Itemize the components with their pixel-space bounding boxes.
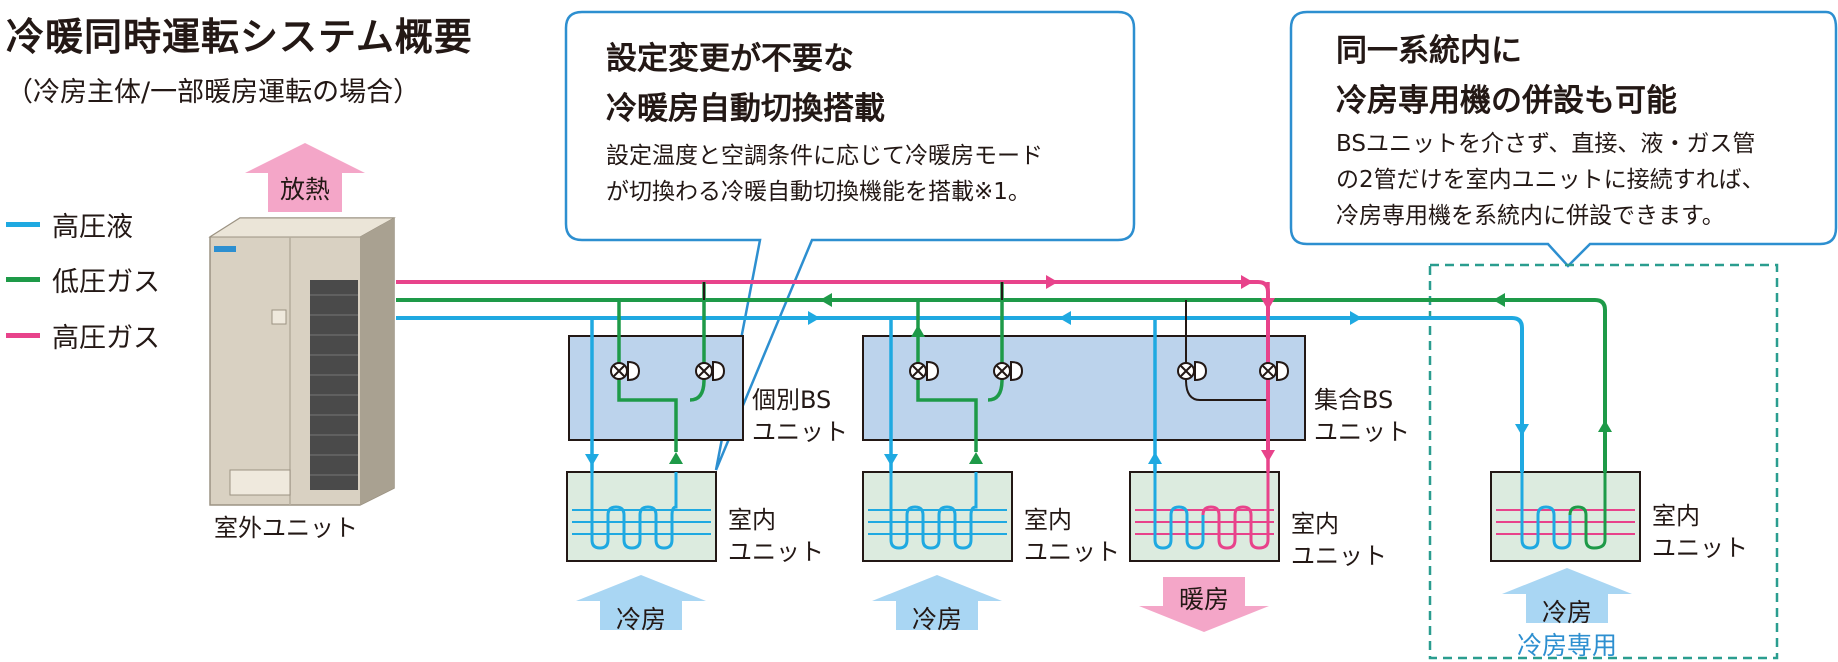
callout-right-shape [1289,10,1838,268]
callout-right-body-2: の2管だけを室内ユニットに接続すれば、 [1336,167,1765,193]
group-bs-label: 集合BS ユニット [1314,384,1410,448]
coil-3 [1135,472,1274,550]
indoor-label-line: ユニット [1291,542,1387,570]
legend-item-low-pressure-gas: 低圧ガス [6,262,160,298]
page-subtitle: （冷房主体/一部暖房運転の場合） [6,77,421,108]
indoor-label-line: ユニット [728,538,824,566]
individual-bs-label: 個別BS ユニット [752,384,848,448]
callout-left-heading-1: 設定変更が不要な [606,41,854,77]
indoor-unit-label-1: 室内 ユニット [728,504,824,568]
callout-right-heading-1: 同一系統内に [1336,33,1522,69]
cool-arrow-2 [872,575,1002,630]
indoor-unit-label-3: 室内 ユニット [1291,508,1387,572]
group-bs-box [862,335,1306,441]
callout-left-heading-2: 冷暖房自動切換搭載 [606,91,885,127]
bs-label-line: 個別BS [752,386,832,414]
callout-right-body-1: BSユニットを介さず、直接、液・ガス管 [1336,131,1756,157]
indoor-label-line: 室内 [1652,502,1700,530]
indoor-label-line: 室内 [1024,506,1072,534]
outdoor-unit-illustration [208,217,396,506]
coil-1 [572,472,711,550]
indoor-unit-label-2: 室内 ユニット [1024,504,1120,568]
callout-right-text: 同一系統内に 冷房専用機の併設も可能 BSユニットを介さず、直接、液・ガス管 の… [1336,26,1765,234]
coil-2 [868,472,1007,550]
legend-item-high-pressure-liquid: 高圧液 [6,207,133,243]
indoor-unit-label-4: 室内 ユニット [1652,500,1748,564]
indoor-label-line: ユニット [1024,538,1120,566]
legend-label: 高圧液 [52,211,133,243]
legend-item-high-pressure-gas: 高圧ガス [6,318,160,354]
callout-left-shape [564,10,1136,471]
cool-arrow-1 [576,575,706,630]
bs-label-line: ユニット [752,418,848,446]
callout-left-body-1: 設定温度と空調条件に応じて冷暖房モード [606,143,1043,169]
mode-label-2: 冷房 [911,605,962,634]
heat-release-arrow [245,143,365,212]
indoor-label-line: ユニット [1652,534,1748,562]
coil-4 [1496,472,1635,550]
individual-bs-box [568,335,744,441]
valve-symbols [610,360,1290,382]
main-pipe-arrows [808,275,1505,325]
cooling-only-note: 冷房専用 [1516,631,1617,660]
legend-swatch [6,332,40,338]
outdoor-unit-label: 室外ユニット [214,514,358,542]
bs-label-line: 集合BS [1314,386,1394,414]
indoor-label-line: 室内 [1291,510,1339,538]
liquid-drop-pipes [590,318,1157,472]
legend-swatch [6,276,40,282]
bs-branch-lines [703,282,1003,300]
legend-label: 高圧ガス [52,322,160,354]
drop-pipe-arrows [585,298,1612,466]
callout-right-body-3: 冷房専用機を系統内に併設できます。 [1336,203,1725,229]
cool-arrow-4 [1502,568,1632,623]
callout-right-heading-2: 冷房専用機の併設も可能 [1336,83,1677,119]
page-title: 冷暖同時運転システム概要 [6,15,473,59]
heat-release-label: 放熱 [279,175,330,204]
legend-swatch [6,221,40,227]
mode-label-4: 冷房 [1541,598,1592,627]
bs-label-line: ユニット [1314,418,1410,446]
cooling-only-frame [1428,263,1779,660]
indoor-label-line: 室内 [728,506,776,534]
mode-label-1: 冷房 [615,605,666,634]
callout-left-body-2: が切換わる冷暖自動切換機能を搭載※1。 [606,179,1031,205]
mode-label-3: 暖房 [1178,585,1229,614]
legend-label: 低圧ガス [52,266,160,298]
callout-left-text: 設定変更が不要な 冷暖房自動切換搭載 設定温度と空調条件に応じて冷暖房モード が… [606,34,1043,210]
heat-arrow-3 [1139,577,1269,632]
